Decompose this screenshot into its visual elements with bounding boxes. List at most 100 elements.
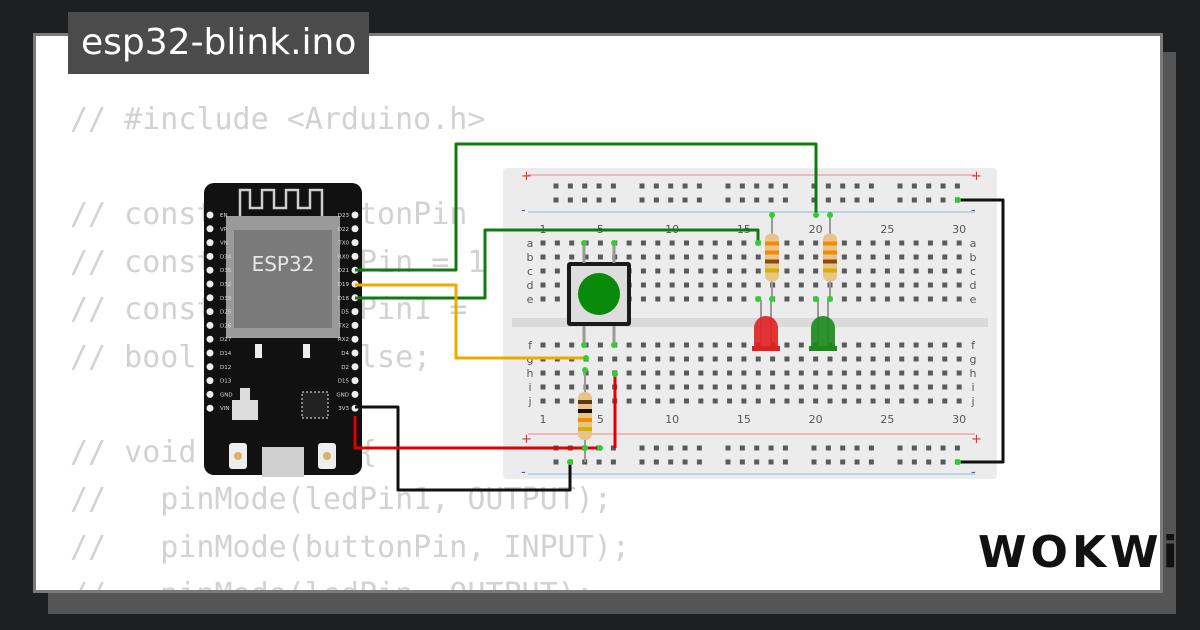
breadboard-hole: [942, 296, 948, 302]
breadboard-hole: [942, 398, 948, 404]
rail-hole: [596, 197, 602, 203]
rail-hole: [553, 459, 559, 465]
smd-component: [255, 344, 262, 358]
pin-label-left: GND: [220, 392, 233, 398]
breadboard-hole: [913, 282, 919, 288]
connection-dot: [612, 371, 618, 377]
breadboard-hole: [712, 268, 718, 274]
row-label: d: [527, 279, 534, 292]
breadboard-hole: [698, 398, 704, 404]
breadboard-hole: [569, 254, 575, 260]
breadboard-hole: [727, 370, 733, 376]
rail-hole: [653, 459, 659, 465]
rail-hole: [725, 459, 731, 465]
row-label: f: [528, 339, 533, 352]
code-line: // pinMode(ledPin1, OUTPUT);: [70, 482, 612, 517]
breadboard-hole: [612, 356, 618, 362]
breadboard-hole: [626, 240, 632, 246]
rail-hole: [610, 459, 616, 465]
breadboard-hole: [956, 282, 962, 288]
resistor-green-led-body: [823, 233, 837, 282]
breadboard-hole: [870, 384, 876, 390]
breadboard-hole: [870, 282, 876, 288]
rail-hole: [639, 459, 645, 465]
rail-hole: [725, 445, 731, 451]
esp32-pin-right: [351, 308, 359, 316]
breadboard-hole: [684, 282, 689, 288]
breadboard-center-channel: [512, 318, 988, 327]
breadboard-hole: [669, 356, 675, 362]
breadboard-hole: [540, 384, 546, 390]
pin-label-right: D19: [338, 282, 350, 288]
breadboard-hole: [712, 254, 718, 260]
breadboard-hole: [655, 254, 661, 260]
column-label: 15: [737, 413, 751, 426]
breadboard-hole: [913, 398, 919, 404]
breadboard-hole: [640, 398, 646, 404]
breadboard-hole: [927, 398, 933, 404]
rail-hole: [696, 183, 702, 189]
breadboard-hole: [798, 370, 804, 376]
breadboard-hole: [942, 254, 948, 260]
breadboard-hole: [583, 370, 589, 376]
breadboard-hole: [640, 384, 646, 390]
en-button-cap: [234, 452, 242, 460]
breadboard-hole: [640, 268, 646, 274]
breadboard-hole: [956, 356, 962, 362]
code-line: // pinMode(buttonPin, INPUT);: [70, 529, 630, 565]
breadboard-hole: [927, 296, 933, 302]
breadboard-hole: [698, 296, 704, 302]
row-label: j: [970, 395, 974, 408]
rail-hole: [696, 197, 702, 203]
breadboard-hole: [942, 384, 948, 390]
breadboard-hole: [741, 254, 747, 260]
resistor-green-led-band: [823, 250, 837, 255]
breadboard-hole: [784, 296, 790, 302]
resistor-green-led-band: [823, 268, 837, 273]
row-label: a: [527, 237, 534, 250]
breadboard-hole: [856, 370, 862, 376]
breadboard-hole: [655, 384, 661, 390]
breadboard-hole: [626, 384, 632, 390]
pin-label-right: D21: [338, 268, 349, 274]
pin-label-left: D33: [220, 296, 232, 302]
esp32-pin-left: [206, 404, 214, 412]
esp32-pin-left: [206, 211, 214, 219]
breadboard-hole: [798, 342, 804, 348]
breadboard-hole: [770, 370, 776, 376]
breadboard-hole: [927, 384, 933, 390]
breadboard-hole: [927, 342, 933, 348]
breadboard-hole: [884, 384, 890, 390]
breadboard-hole: [942, 240, 948, 246]
breadboard-hole: [698, 384, 704, 390]
breadboard-hole: [956, 296, 962, 302]
breadboard-hole: [741, 296, 747, 302]
breadboard-hole: [684, 240, 689, 246]
rail-hole: [854, 459, 860, 465]
pushbutton-leg: [612, 243, 616, 263]
rail-hole: [926, 183, 932, 189]
column-label: 1: [540, 413, 547, 426]
breadboard-hole: [626, 356, 632, 362]
breadboard-hole: [727, 296, 733, 302]
rail-hole: [940, 183, 946, 189]
rail-hole: [596, 183, 602, 189]
breadboard-hole: [856, 254, 862, 260]
breadboard-hole: [784, 268, 790, 274]
rail-hole: [897, 197, 903, 203]
rail-hole: [567, 197, 573, 203]
breadboard-hole: [813, 240, 819, 246]
pin-label-left: D35: [220, 268, 232, 274]
pin-label-left: D32: [220, 282, 231, 288]
rail-hole: [840, 197, 846, 203]
column-label: 5: [597, 413, 604, 426]
breadboard-hole: [554, 296, 560, 302]
breadboard-hole: [669, 342, 675, 348]
rail-hole: [696, 459, 702, 465]
pin-label-left: D14: [220, 351, 232, 357]
breadboard-hole: [813, 356, 819, 362]
breadboard-hole: [712, 296, 718, 302]
breadboard-hole: [913, 370, 919, 376]
rail-hole: [668, 459, 674, 465]
rail-hole: [610, 183, 616, 189]
